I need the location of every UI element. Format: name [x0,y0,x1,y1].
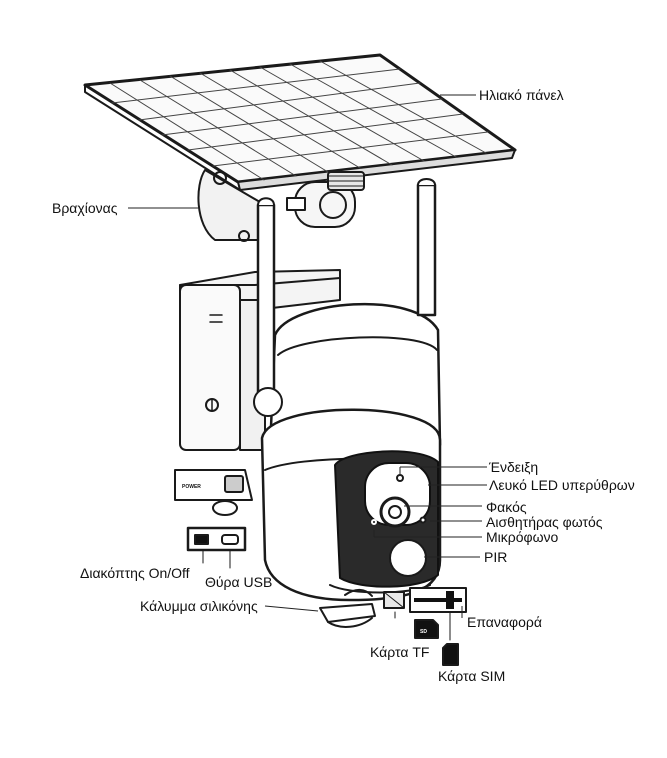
label-silicone-cover: Κάλυμμα σιλικόνης [140,598,258,614]
label-light-sensor: Αισθητήρας φωτός [486,514,603,530]
label-solar-panel: Ηλιακό πάνελ [479,87,564,103]
label-sim-card: Κάρτα SIM [438,668,506,684]
label-pir: PIR [484,549,508,565]
card-slot-inset [383,587,467,666]
label-indicator: Ένδειξη [489,459,539,475]
power-mark: POWER [182,484,201,490]
label-microphone: Μικρόφωνο [486,529,559,545]
power-inset [174,469,253,569]
label-lens: Φακός [486,499,527,515]
label-power-switch: Διακόπτης On/Off [80,565,190,581]
bracket [197,169,365,242]
label-ir-led: Λευκό LED υπερύθρων [489,477,635,493]
camera-dome [260,302,442,602]
label-reset: Επαναφορά [467,614,542,630]
solar-panel [83,53,517,191]
silicone-cover [319,588,376,628]
label-tf-card: Κάρτα TF [370,644,430,660]
antennas [253,178,437,417]
label-usb-port: Θύρα USB [205,574,273,590]
label-bracket: Βραχίονας [52,200,118,216]
tf-card-mark: SD [420,629,427,635]
